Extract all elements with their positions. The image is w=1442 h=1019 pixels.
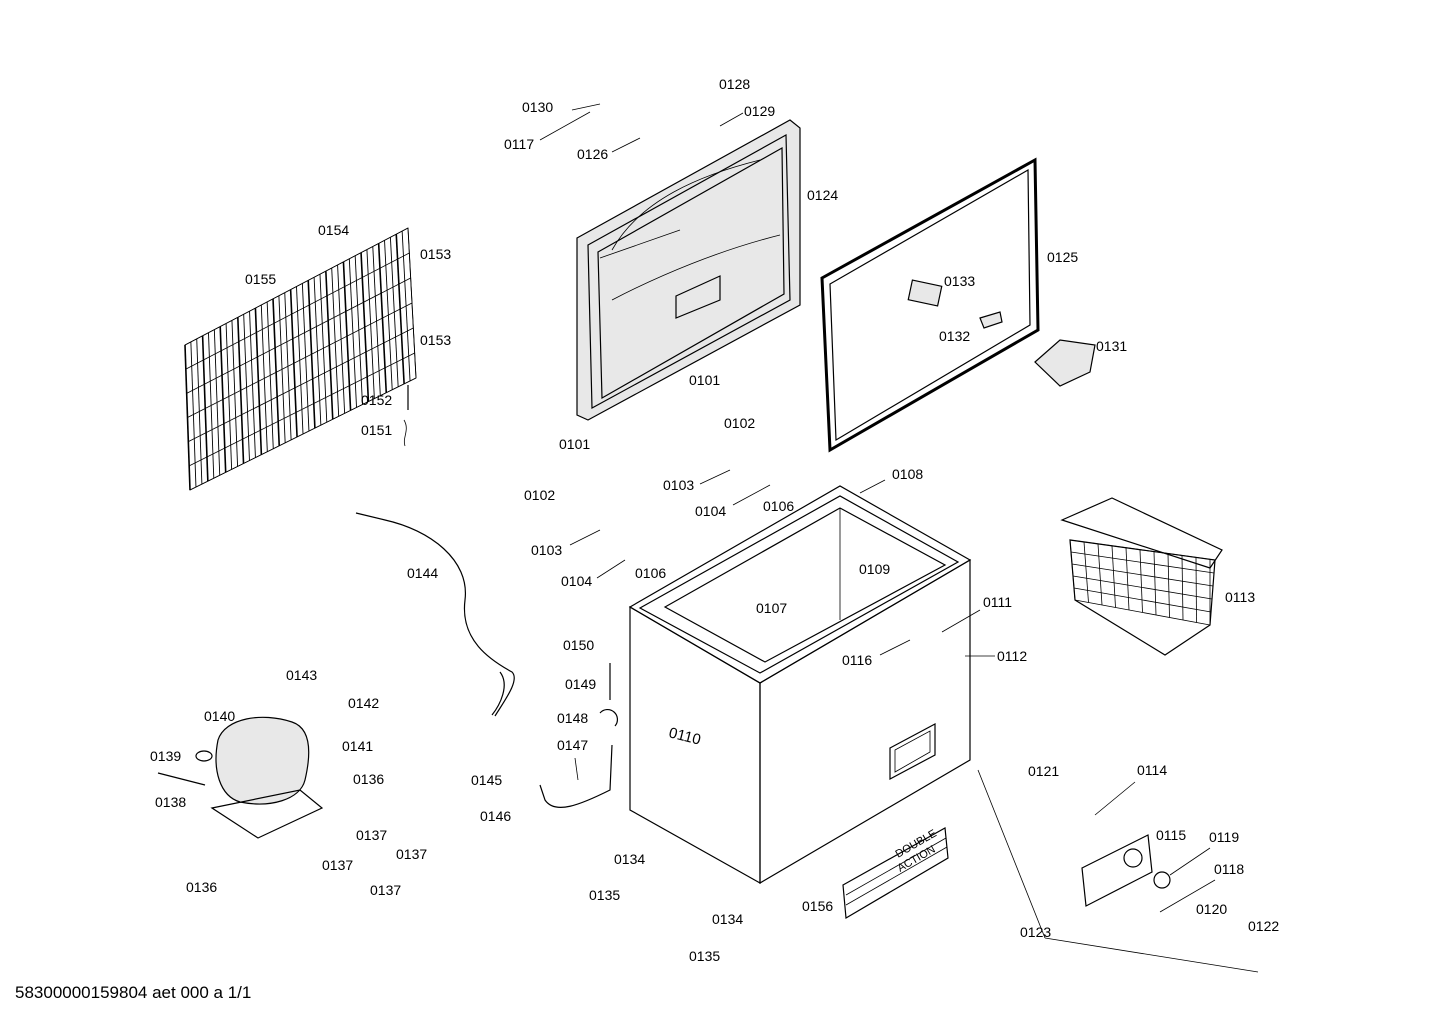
document-code: 58300000159804 aet 000 a 1/1	[15, 983, 251, 1002]
tray-part	[1034, 339, 1096, 387]
control-panel-part	[1081, 834, 1171, 907]
label-0136-top: 0136	[353, 771, 384, 787]
label-0122: 0122	[1248, 918, 1279, 934]
label-0123: 0123	[1020, 924, 1051, 940]
gasket-part	[820, 157, 1040, 453]
power-cord-part	[355, 512, 515, 717]
label-0130: 0130	[522, 99, 553, 115]
label-0124: 0124	[807, 187, 838, 203]
label-0110: 0110	[667, 724, 702, 748]
label-0151: 0151	[361, 422, 392, 438]
condenser-part	[184, 227, 417, 491]
label-0114: 0114	[1137, 762, 1167, 778]
label-0134-bottom: 0134	[712, 911, 743, 927]
label-0146: 0146	[480, 808, 511, 824]
label-0156: 0156	[802, 898, 833, 914]
label-0102-left: 0102	[524, 487, 555, 503]
drain-hose-part	[539, 744, 613, 809]
label-0147: 0147	[557, 737, 588, 753]
label-0104-right: 0104	[695, 503, 726, 519]
label-0137-b: 0137	[396, 846, 427, 862]
label-0102-right: 0102	[724, 415, 755, 431]
label-0119: 0119	[1209, 829, 1239, 845]
label-0101-left: 0101	[559, 436, 590, 452]
label-0139: 0139	[150, 748, 181, 764]
compressor-part	[157, 716, 324, 839]
label-0155: 0155	[245, 271, 276, 287]
label-0103-left: 0103	[531, 542, 562, 558]
label-0115: 0115	[1156, 827, 1186, 843]
label-0116: 0116	[842, 652, 872, 668]
label-0133: 0133	[944, 273, 975, 289]
label-0121: 0121	[1028, 763, 1059, 779]
label-0152: 0152	[361, 392, 392, 408]
label-0143: 0143	[286, 667, 317, 683]
label-0103-right: 0103	[663, 477, 694, 493]
label-0125: 0125	[1047, 249, 1078, 265]
label-0107: 0107	[756, 600, 787, 616]
label-0108: 0108	[892, 466, 923, 482]
label-0128: 0128	[719, 76, 750, 92]
label-0131: 0131	[1096, 338, 1127, 354]
label-0135-bottom: 0135	[689, 948, 720, 964]
label-0137-d: 0137	[370, 882, 401, 898]
label-0118: 0118	[1214, 861, 1244, 877]
lid-part	[576, 119, 801, 421]
basket-part	[1060, 497, 1223, 656]
label-0138: 0138	[155, 794, 186, 810]
label-0132: 0132	[939, 328, 970, 344]
label-0111: 0111	[983, 594, 1012, 610]
label-0137-c: 0137	[322, 857, 353, 873]
label-0144: 0144	[407, 565, 438, 581]
label-0112: 0112	[997, 648, 1027, 664]
brand-plate: DOUBLE ACTION	[842, 827, 949, 919]
label-0135-top: 0135	[589, 887, 620, 903]
label-0126: 0126	[577, 146, 608, 162]
label-0104-left: 0104	[561, 573, 592, 589]
label-0117: 0117	[504, 136, 534, 152]
label-0101-right: 0101	[689, 372, 720, 388]
label-0106-right: 0106	[763, 498, 794, 514]
label-0153-bottom: 0153	[420, 332, 451, 348]
label-0149: 0149	[565, 676, 596, 692]
label-0109: 0109	[859, 561, 890, 577]
leader-lines	[539, 103, 1259, 973]
label-0106-left: 0106	[635, 565, 666, 581]
part-labels: 0130 0128 0129 0117 0126 0124 0125 0133 …	[150, 76, 1279, 964]
label-0134-top: 0134	[614, 851, 645, 867]
label-0137-a: 0137	[356, 827, 387, 843]
label-0154: 0154	[318, 222, 349, 238]
label-0140: 0140	[204, 708, 235, 724]
label-0136-bottom: 0136	[186, 879, 217, 895]
label-0145: 0145	[471, 772, 502, 788]
cabinet-part	[628, 485, 972, 885]
label-0150: 0150	[563, 637, 594, 653]
label-0153-top: 0153	[420, 246, 451, 262]
label-0120: 0120	[1196, 901, 1227, 917]
label-0148: 0148	[557, 710, 588, 726]
label-0142: 0142	[348, 695, 379, 711]
label-0141: 0141	[342, 738, 373, 754]
label-0113: 0113	[1225, 589, 1255, 605]
label-0129: 0129	[744, 103, 775, 119]
